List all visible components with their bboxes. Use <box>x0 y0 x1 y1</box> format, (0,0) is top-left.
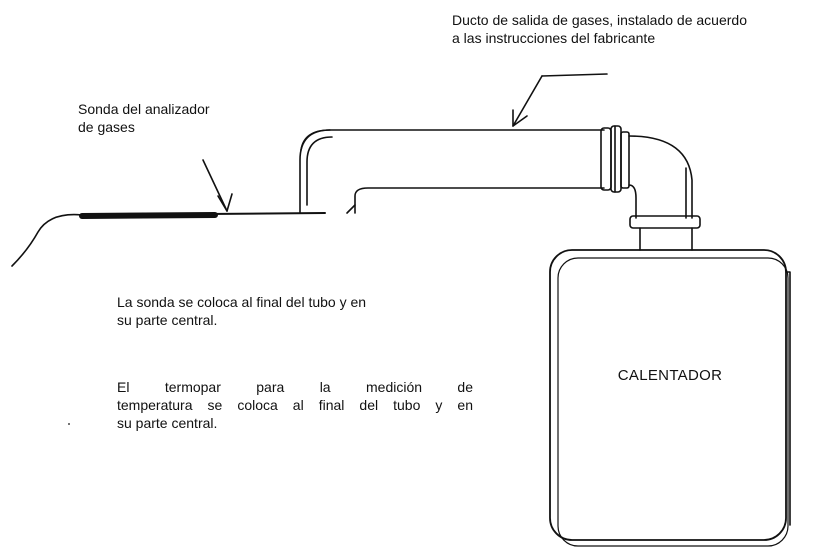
duct-caption-line-2: a las instrucciones del fabricante <box>452 30 656 46</box>
probe-note-line-1: La sonda se coloca al final del tubo y e… <box>117 294 367 310</box>
pipe-coupling <box>600 125 630 193</box>
probe-caption-line-2: de gases <box>78 119 135 135</box>
gas-analyzer-probe <box>11 212 326 267</box>
duct-caption: Ducto de salida de gases, instalado de a… <box>452 11 747 47</box>
probe-note-line-2: su parte central. <box>117 312 218 328</box>
heater-body <box>549 249 791 547</box>
duct-pointer-arrow <box>512 73 608 127</box>
heater-elbow <box>628 135 701 251</box>
heater-label: CALENTADOR <box>566 345 774 407</box>
probe-caption: Sonda del analizador de gases <box>78 100 210 136</box>
probe-pointer-arrow <box>202 159 233 212</box>
thermocouple-placement-note: El termopar para la medición de temperat… <box>117 378 473 432</box>
thermocouple-note-line-1: El termopar para la medición de <box>117 379 473 395</box>
exhaust-duct-pipe <box>299 129 605 214</box>
thermocouple-note-line-3: su parte central. <box>117 415 218 431</box>
stray-dot <box>68 423 70 425</box>
duct-caption-line-1: Ducto de salida de gases, instalado de a… <box>452 12 747 28</box>
thermocouple-note-line-2: temperatura se coloca al final del tubo … <box>117 397 473 413</box>
probe-caption-line-1: Sonda del analizador <box>78 101 210 117</box>
probe-placement-note: La sonda se coloca al final del tubo y e… <box>117 293 473 329</box>
